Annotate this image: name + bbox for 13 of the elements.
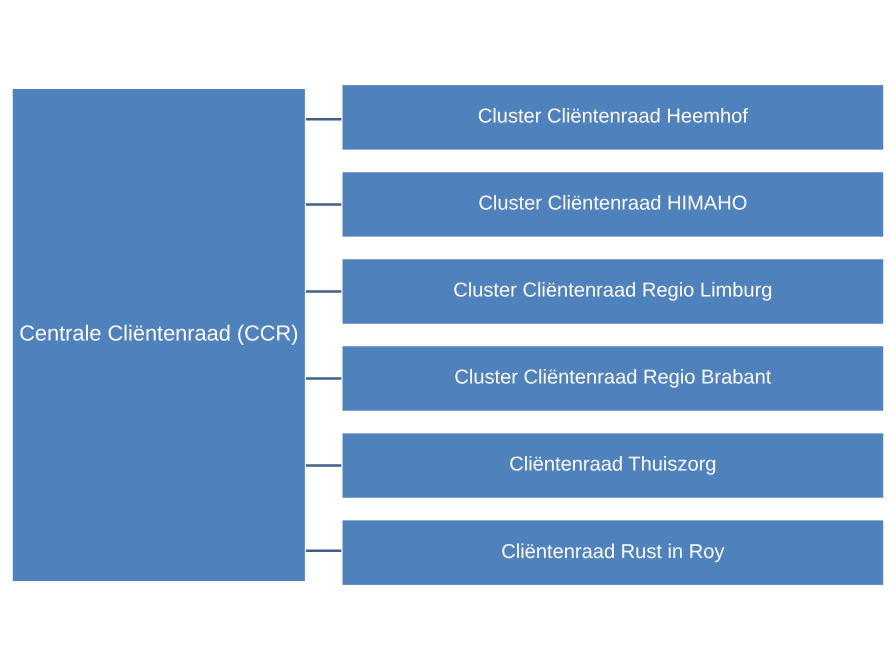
connector xyxy=(306,548,342,552)
node-box: Cliëntenraad Rust in Roy xyxy=(340,518,885,586)
node-box: Cliëntenraad Thuiszorg xyxy=(340,431,885,499)
node-box: Cluster Cliëntenraad Regio Brabant xyxy=(340,344,885,412)
node-box: Cluster Cliëntenraad Heemhof xyxy=(340,83,885,151)
connector xyxy=(306,118,342,120)
node-box: Centrale Cliëntenraad (CCR) xyxy=(11,86,307,582)
node-box: Cluster Cliëntenraad HIMAHO xyxy=(340,170,885,238)
node-box: Cluster Cliëntenraad Regio Limburg xyxy=(340,257,885,325)
connector xyxy=(306,376,342,380)
connector xyxy=(306,290,342,292)
connector xyxy=(306,202,342,206)
connector xyxy=(306,464,342,466)
